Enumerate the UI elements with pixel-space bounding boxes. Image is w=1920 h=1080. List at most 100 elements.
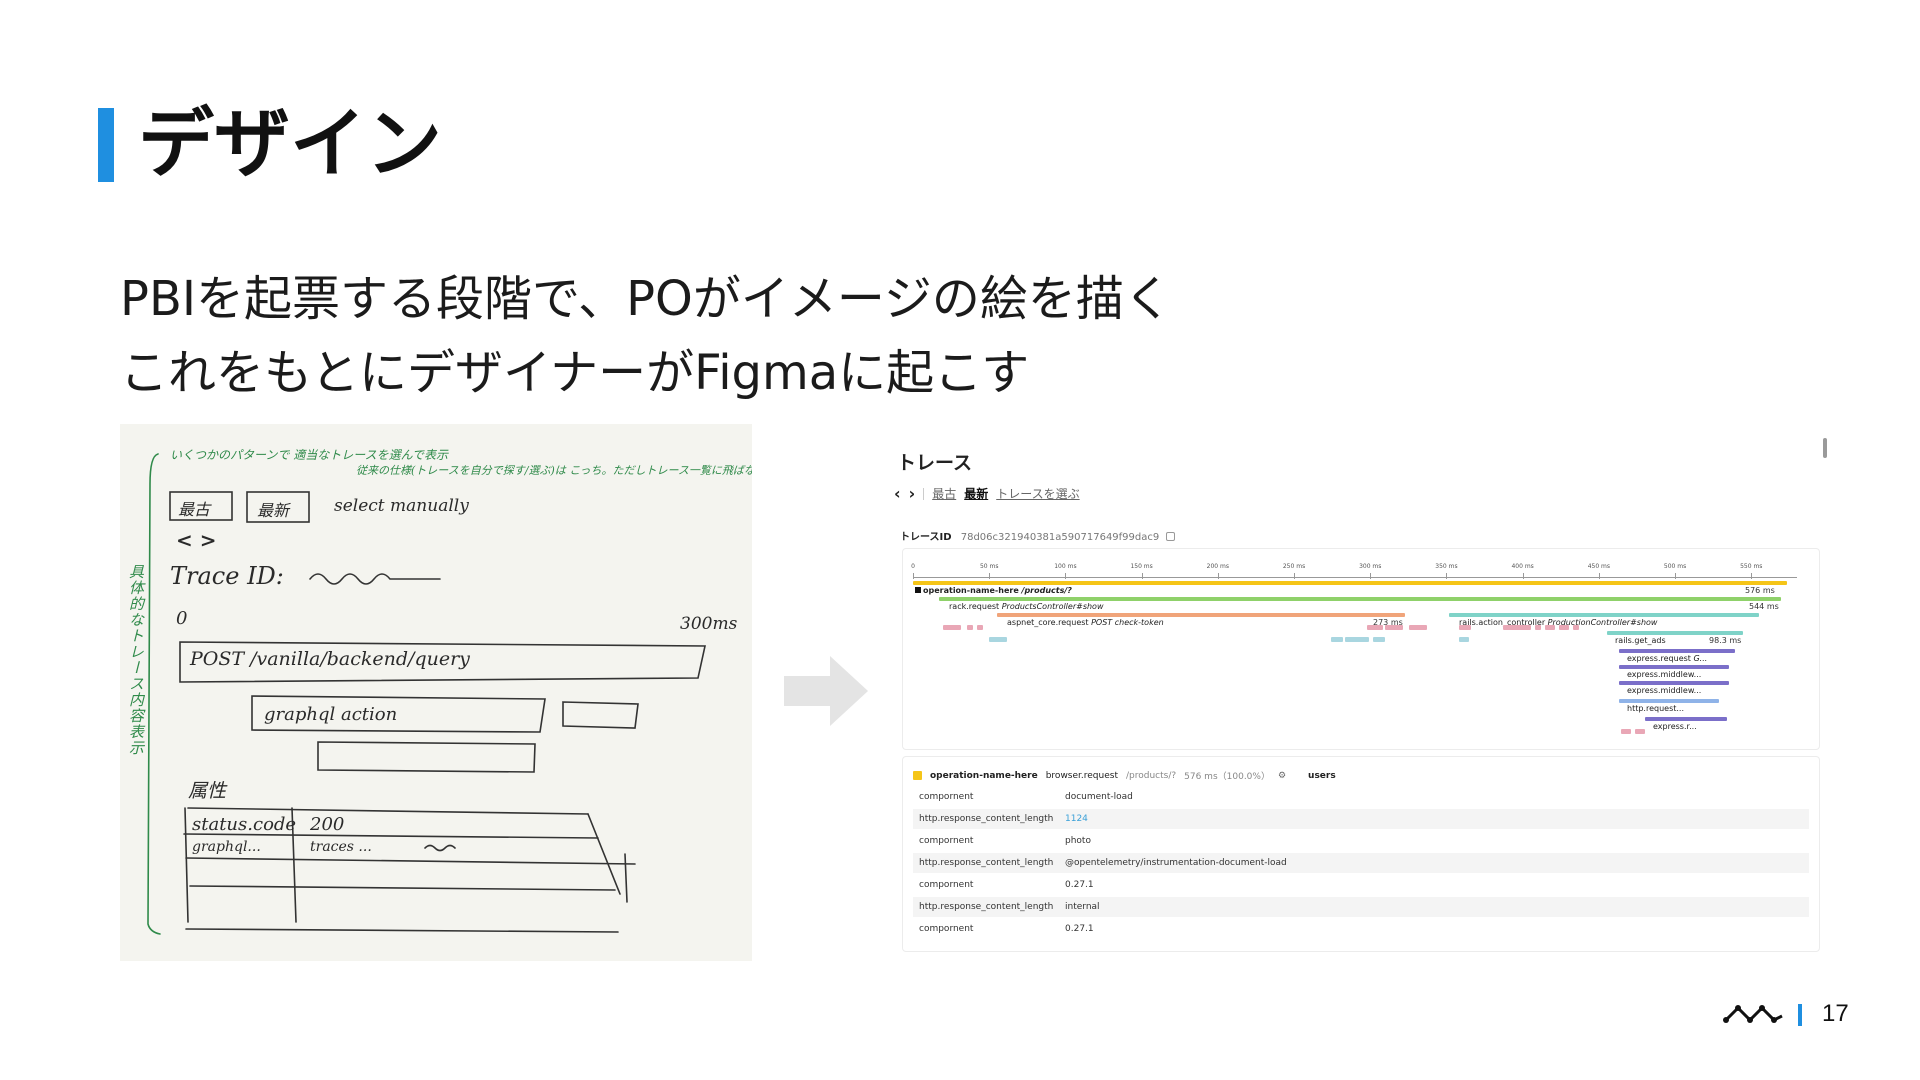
span-label[interactable]: http.request... bbox=[1627, 704, 1684, 714]
axis-tick-label: 250 ms bbox=[1282, 563, 1306, 570]
time-axis bbox=[913, 577, 1797, 578]
sub-span-segment bbox=[989, 637, 1007, 642]
sub-span-segment bbox=[943, 625, 961, 630]
axis-tick-label: 550 ms bbox=[1740, 563, 1763, 570]
span-bar[interactable] bbox=[913, 581, 1787, 585]
axis-tick-label: 400 ms bbox=[1511, 563, 1534, 570]
span-bar[interactable] bbox=[997, 613, 1405, 617]
span-name: express.middlew... bbox=[1627, 686, 1702, 695]
attribute-key: http.response_content_length bbox=[919, 902, 1054, 912]
axis-tick-label: 450 ms bbox=[1587, 563, 1611, 570]
attribute-value: @opentelemetry/instrumentation-document-… bbox=[1065, 858, 1287, 868]
axis-tick-label: 100 ms bbox=[1054, 563, 1077, 570]
span-bar[interactable] bbox=[1619, 649, 1735, 653]
right-arrow-icon bbox=[784, 656, 868, 726]
choose-trace-link[interactable]: トレースを選ぶ bbox=[996, 487, 1080, 501]
attribute-key: compornent bbox=[919, 880, 974, 890]
span-label[interactable]: rails.get_ads bbox=[1615, 636, 1666, 646]
chevron-left-icon[interactable]: ‹ bbox=[894, 484, 901, 503]
sub-span-segment bbox=[1545, 625, 1555, 630]
footer-accent-bar bbox=[1798, 1004, 1802, 1026]
span-detail: ProductsController#show bbox=[999, 602, 1104, 611]
span-name: rails.action_controller bbox=[1459, 618, 1546, 627]
span-label[interactable]: express.request G... bbox=[1627, 654, 1707, 664]
sketch-attr-val-1: 200 bbox=[310, 814, 345, 835]
span-detail: POST check-token bbox=[1088, 618, 1164, 627]
sub-span-segment bbox=[1635, 729, 1645, 734]
sub-span-segment bbox=[1331, 637, 1343, 642]
span-label[interactable]: express.r... bbox=[1653, 722, 1697, 732]
sketch-axis-start: 0 bbox=[176, 608, 188, 629]
sketch-span-child: graphql action bbox=[264, 704, 398, 725]
axis-tick-label: 500 ms bbox=[1663, 563, 1687, 570]
attribute-row: compornent document-load bbox=[913, 787, 1809, 807]
span-name: rails.get_ads bbox=[1615, 636, 1666, 645]
sub-span-segment bbox=[967, 625, 973, 630]
copy-icon[interactable] bbox=[1166, 532, 1176, 541]
sub-span-segment bbox=[1385, 625, 1403, 630]
hand-drawn-sketch: いくつかのパターンで 適当なトレースを選んで表示 従来の仕様(トレースを自分で探… bbox=[120, 424, 752, 961]
sketch-nav-arrows: < > bbox=[176, 528, 217, 552]
span-label[interactable]: rails.action_controller ProductionContro… bbox=[1459, 618, 1657, 628]
span-bar[interactable] bbox=[1619, 699, 1719, 703]
span-detail: ProductionController#show bbox=[1545, 618, 1658, 627]
root-span-marker bbox=[915, 587, 921, 593]
newest-link[interactable]: 最新 bbox=[964, 487, 989, 501]
sketch-btn-newest: 最新 bbox=[257, 501, 290, 520]
span-detail-path: /products/? bbox=[1125, 770, 1177, 781]
axis-tick bbox=[1065, 573, 1067, 579]
axis-tick-label: 300 ms bbox=[1359, 563, 1382, 570]
span-duration: 98.3 ms bbox=[1709, 636, 1742, 645]
span-detail: G... bbox=[1690, 654, 1708, 663]
span-label[interactable]: rack.request ProductsController#show bbox=[949, 602, 1104, 612]
span-name: rack.request bbox=[949, 602, 1000, 611]
axis-tick bbox=[1751, 573, 1753, 579]
span-duration: 273 ms bbox=[1373, 618, 1403, 627]
axis-tick bbox=[1522, 573, 1524, 579]
page-number: 17 bbox=[1822, 1000, 1849, 1027]
sketch-trace-id: Trace ID: bbox=[170, 562, 284, 590]
span-bar[interactable] bbox=[1619, 665, 1729, 669]
scrollbar[interactable] bbox=[1823, 438, 1827, 458]
span-duration: 544 ms bbox=[1749, 602, 1779, 611]
sub-span-segment bbox=[1573, 625, 1579, 630]
attribute-value[interactable]: 1124 bbox=[1065, 814, 1088, 824]
span-detail-panel: operation-name-here browser.request /pro… bbox=[902, 756, 1820, 952]
sketch-side-note: 具体的なトレース内容表示 bbox=[127, 564, 145, 756]
span-bar[interactable] bbox=[1607, 631, 1743, 635]
sketch-attr-key-2: graphql... bbox=[192, 839, 261, 855]
span-detail-service: users bbox=[1308, 770, 1336, 781]
span-label[interactable]: operation-name-here /products/? bbox=[923, 586, 1072, 596]
trace-id: トレースID 78d06c321940381a590717649f99dac9 bbox=[900, 528, 1176, 543]
attribute-value: 0.27.1 bbox=[1065, 880, 1094, 890]
sketch-attributes-label: 属性 bbox=[188, 780, 227, 802]
oldest-link[interactable]: 最古 bbox=[932, 487, 957, 501]
title-accent-bar bbox=[98, 108, 114, 182]
attribute-value: document-load bbox=[1065, 792, 1133, 802]
span-label[interactable]: express.middlew... bbox=[1627, 686, 1701, 696]
span-name: aspnet_core.request bbox=[1007, 618, 1089, 627]
chevron-right-icon[interactable]: › bbox=[908, 484, 916, 503]
span-bar[interactable] bbox=[939, 597, 1781, 601]
span-bar[interactable] bbox=[1619, 681, 1729, 685]
attribute-key: compornent bbox=[919, 792, 974, 802]
axis-tick bbox=[1598, 573, 1600, 579]
attribute-key: compornent bbox=[919, 924, 974, 934]
sub-span-segment bbox=[1367, 625, 1383, 630]
span-label[interactable]: express.middlew... bbox=[1627, 670, 1701, 680]
span-bar[interactable] bbox=[1645, 717, 1727, 721]
span-bar[interactable] bbox=[1449, 613, 1759, 617]
trace-nav: ‹ › 最古 最新 トレースを選ぶ bbox=[894, 484, 1080, 503]
attribute-value: photo bbox=[1065, 836, 1091, 846]
sketch-attr-key-1: status.code bbox=[192, 814, 297, 835]
trace-id-value: 78d06c321940381a590717649f99dac9 bbox=[960, 532, 1160, 543]
span-label[interactable]: aspnet_core.request POST check-token bbox=[1007, 618, 1164, 628]
attribute-key: http.response_content_length bbox=[919, 814, 1054, 824]
axis-tick bbox=[1446, 573, 1448, 579]
span-name: http.request... bbox=[1627, 704, 1685, 713]
axis-tick-label: 350 ms bbox=[1435, 563, 1458, 570]
